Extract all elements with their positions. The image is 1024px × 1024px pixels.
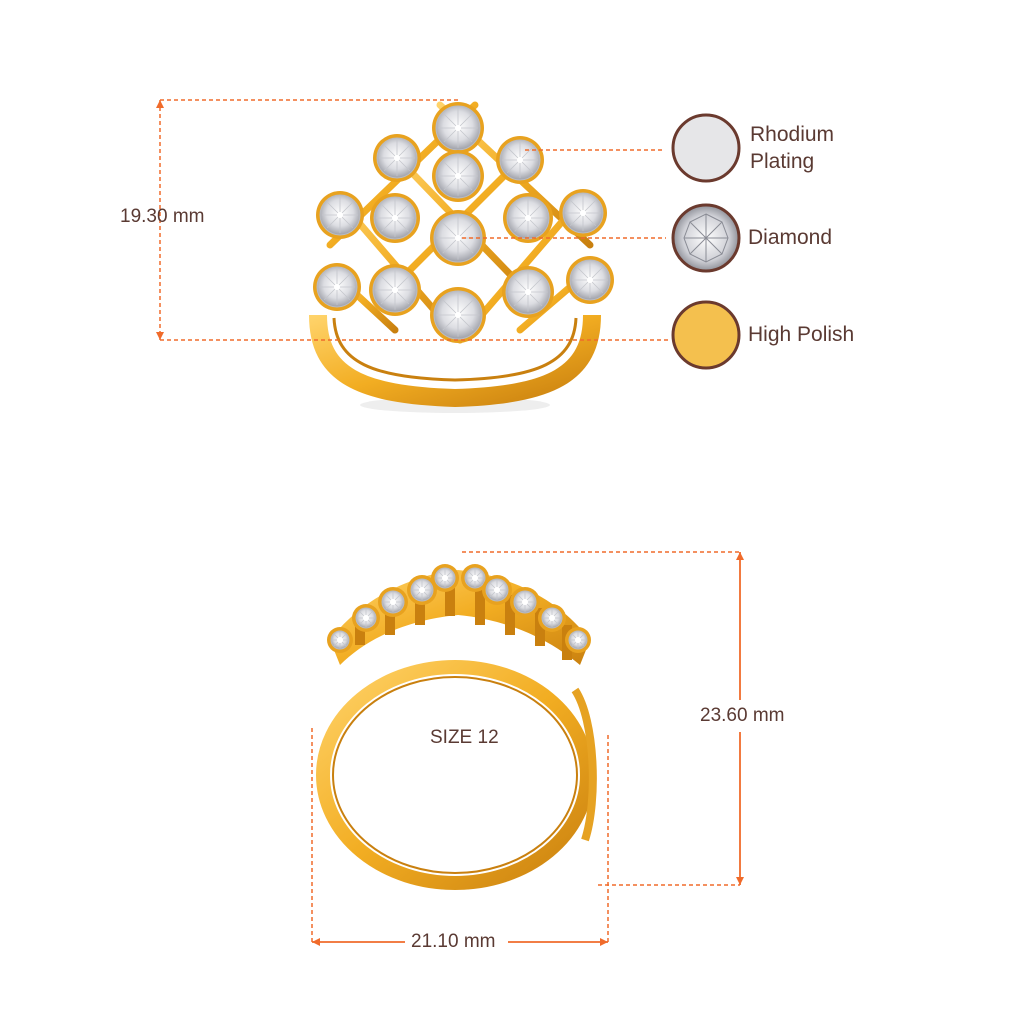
height-dimension-lines xyxy=(159,99,668,341)
diamond-gem-icon xyxy=(431,564,459,592)
rhodium-swatch-icon xyxy=(671,113,741,183)
ring-size-label: SIZE 12 xyxy=(430,727,499,748)
diamond-gem-icon xyxy=(327,627,353,653)
high-polish-swatch-icon xyxy=(671,300,741,370)
diamond-gem-icon xyxy=(510,587,540,617)
diamond-gem-icon xyxy=(369,264,421,316)
diamond-gem-icon xyxy=(378,587,408,617)
diamond-gem-icon xyxy=(316,191,364,239)
diamond-gem-icon xyxy=(538,604,566,632)
legend-rhodium-line1: Rhodium xyxy=(750,123,835,146)
legend-high-polish-label: High Polish xyxy=(748,323,855,346)
measure-arrows xyxy=(312,552,741,943)
diamond-gem-icon xyxy=(482,575,512,605)
diamond-gem-icon xyxy=(565,627,591,653)
diamond-gem-icon xyxy=(566,256,614,304)
side-diamonds xyxy=(327,564,591,653)
side-dimension-lines xyxy=(311,551,740,945)
legend-rhodium-line2: Plating xyxy=(750,150,815,173)
diamond-gem-icon xyxy=(313,263,361,311)
width-label: 21.10 mm xyxy=(411,931,496,952)
legend-diamond-label: Diamond xyxy=(748,226,833,249)
diamond-gem-icon xyxy=(407,575,437,605)
diamond-gem-icon xyxy=(559,189,607,237)
diamond-gem-icon xyxy=(430,287,486,343)
height-top-label: 19.30 mm xyxy=(120,206,205,227)
height-side-label: 23.60 mm xyxy=(700,705,785,726)
diamond-gem-icon xyxy=(461,564,489,592)
diamond-swatch-icon xyxy=(671,203,741,273)
diamond-cluster xyxy=(313,102,614,343)
diamond-gem-icon xyxy=(352,604,380,632)
diamond-gem-icon xyxy=(432,102,484,154)
diamond-gem-icon xyxy=(430,210,486,266)
diamond-gem-icon xyxy=(373,134,421,182)
diamond-gem-icon xyxy=(432,150,484,202)
diamond-gem-icon xyxy=(503,193,553,243)
diamond-gem-icon xyxy=(370,193,420,243)
diamond-gem-icon xyxy=(502,266,554,318)
diamond-gem-icon xyxy=(496,136,544,184)
